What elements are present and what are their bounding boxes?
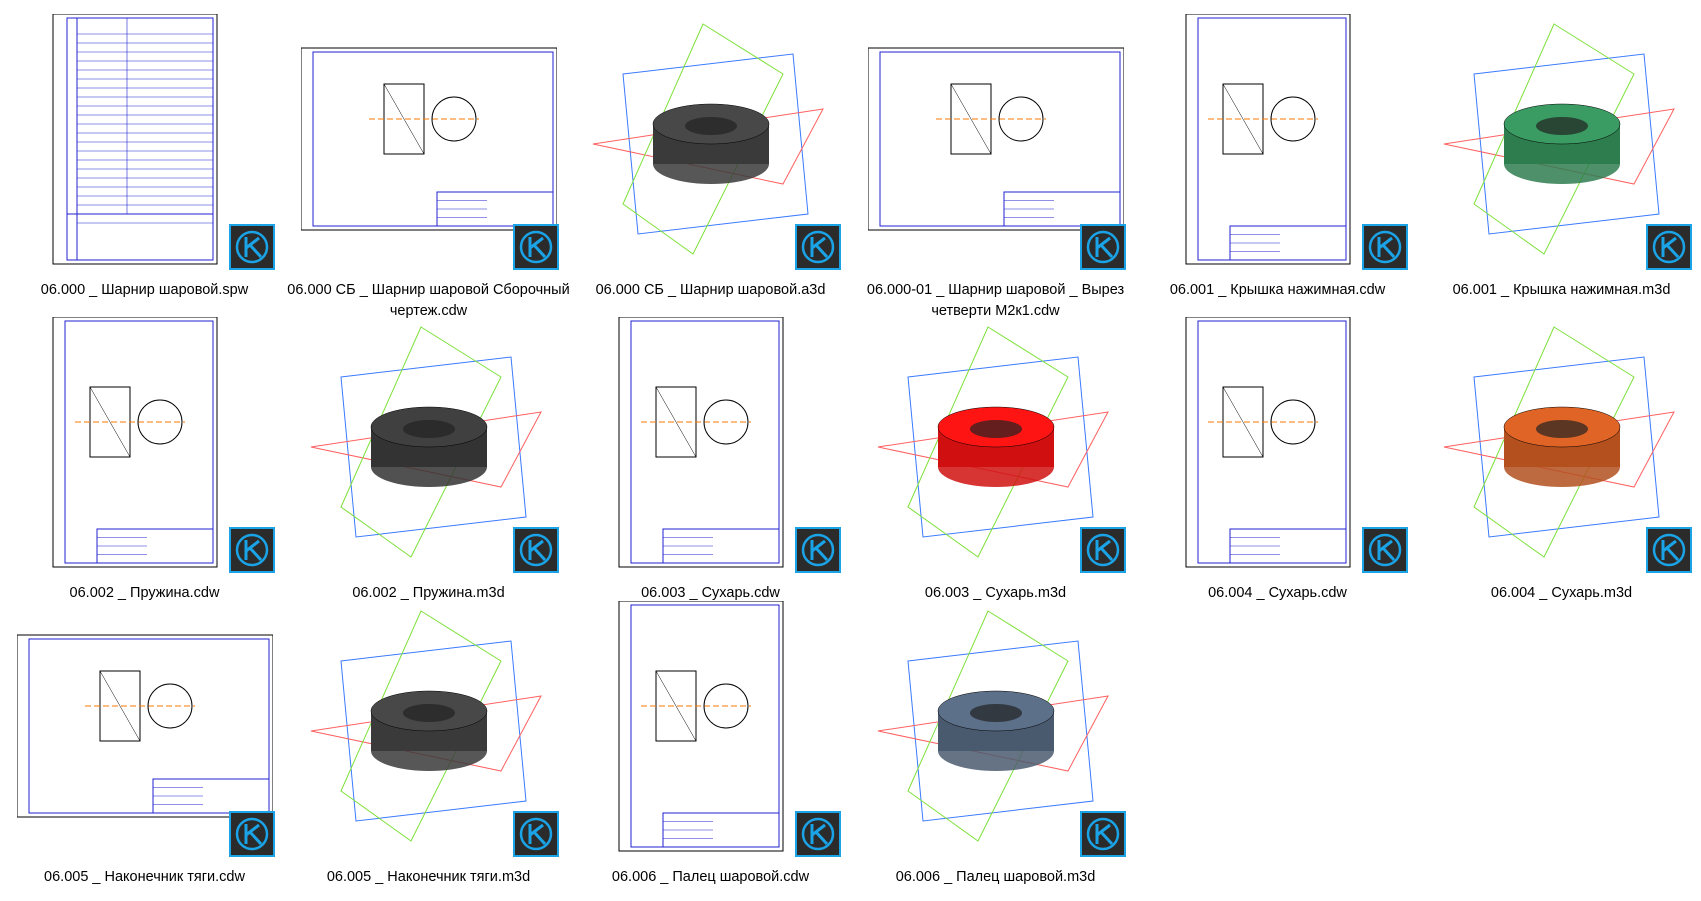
file-thumbnail[interactable] <box>301 601 559 857</box>
file-item[interactable]: 06.000-01 _ Шарнир шаровой _ Вырез четве… <box>854 14 1137 319</box>
file-thumbnail[interactable] <box>583 317 841 573</box>
file-thumbnail[interactable] <box>868 317 1126 573</box>
kompas-logo-icon <box>795 224 841 270</box>
file-name-label[interactable]: 06.000 _ Шарнир шаровой.spw <box>40 282 249 298</box>
file-name-label[interactable]: 06.000-01 _ Шарнир шаровой _ Вырез четве… <box>866 282 1125 319</box>
kompas-logo-icon <box>513 224 559 270</box>
file-name-label[interactable]: 06.002 _ Пружина.m3d <box>352 585 505 601</box>
file-thumbnail[interactable] <box>17 317 275 573</box>
drawing-preview <box>301 47 557 231</box>
drawing-preview <box>52 317 218 568</box>
file-name-label[interactable]: 06.001 _ Крышка нажимная.cdw <box>1169 282 1386 298</box>
3d-model-preview <box>1443 23 1675 255</box>
file-thumbnail[interactable] <box>1150 317 1408 573</box>
kompas-logo-icon <box>795 811 841 857</box>
file-name-label[interactable]: 06.005 _ Наконечник тяги.m3d <box>326 869 531 885</box>
kompas-logo-icon <box>1362 224 1408 270</box>
file-name-label[interactable]: 06.000 СБ _ Шарнир шаровой.a3d <box>595 282 826 298</box>
file-item[interactable]: 06.004 _ Сухарь.cdw <box>1136 317 1419 617</box>
kompas-logo-icon <box>1080 224 1126 270</box>
3d-model-preview <box>877 326 1109 558</box>
3d-model-preview <box>310 610 542 842</box>
kompas-logo-icon <box>1646 527 1692 573</box>
drawing-preview <box>17 634 273 818</box>
kompas-logo-icon <box>1080 527 1126 573</box>
file-thumbnail[interactable] <box>301 317 559 573</box>
file-item[interactable]: 06.002 _ Пружина.m3d <box>287 317 570 617</box>
file-thumbnail[interactable] <box>583 601 841 857</box>
file-thumbnail[interactable] <box>868 601 1126 857</box>
file-thumbnail[interactable] <box>583 14 841 270</box>
file-item[interactable]: 06.003 _ Сухарь.m3d <box>854 317 1137 617</box>
file-thumbnail[interactable] <box>301 14 559 270</box>
kompas-logo-icon <box>1362 527 1408 573</box>
file-item[interactable]: 06.000 СБ _ Шарнир шаровой Сборочный чер… <box>287 14 570 319</box>
kompas-logo-icon <box>1646 224 1692 270</box>
file-name-label[interactable]: 06.005 _ Наконечник тяги.cdw <box>44 869 245 885</box>
file-item[interactable]: 06.001 _ Крышка нажимная.cdw <box>1136 14 1419 314</box>
drawing-preview <box>618 317 784 568</box>
file-name-label[interactable]: 06.001 _ Крышка нажимная.m3d <box>1452 282 1671 298</box>
kompas-logo-icon <box>229 527 275 573</box>
drawing-preview <box>1185 14 1351 265</box>
file-item[interactable]: 06.004 _ Сухарь.m3d <box>1420 317 1701 617</box>
file-item[interactable]: 06.005 _ Наконечник тяги.cdw <box>3 601 286 901</box>
kompas-logo-icon <box>229 224 275 270</box>
drawing-preview <box>618 601 784 852</box>
drawing-preview <box>1185 317 1351 568</box>
file-item[interactable]: 06.002 _ Пружина.cdw <box>3 317 286 617</box>
3d-model-preview <box>592 23 824 255</box>
file-item[interactable]: 06.000 _ Шарнир шаровой.spw <box>3 14 286 314</box>
file-name-label[interactable]: 06.004 _ Сухарь.cdw <box>1208 585 1347 601</box>
file-item[interactable]: 06.003 _ Сухарь.cdw <box>569 317 852 617</box>
file-name-label[interactable]: 06.003 _ Сухарь.m3d <box>924 585 1067 601</box>
file-thumbnail[interactable] <box>1150 14 1408 270</box>
file-thumbnail[interactable] <box>1434 14 1692 270</box>
kompas-logo-icon <box>229 811 275 857</box>
file-name-label[interactable]: 06.000 СБ _ Шарнир шаровой Сборочный чер… <box>287 282 570 319</box>
file-name-label[interactable]: 06.003 _ Сухарь.cdw <box>641 585 780 601</box>
file-name-label[interactable]: 06.006 _ Палец шаровой.m3d <box>895 869 1096 885</box>
file-item[interactable]: 06.006 _ Палец шаровой.m3d <box>854 601 1137 901</box>
file-item[interactable]: 06.006 _ Палец шаровой.cdw <box>569 601 852 901</box>
kompas-logo-icon <box>795 527 841 573</box>
file-thumbnail[interactable] <box>17 14 275 270</box>
kompas-logo-icon <box>1080 811 1126 857</box>
file-thumbnail[interactable] <box>868 14 1126 270</box>
file-item[interactable]: 06.000 СБ _ Шарнир шаровой.a3d <box>569 14 852 314</box>
3d-model-preview <box>1443 326 1675 558</box>
3d-model-preview <box>310 326 542 558</box>
drawing-preview <box>52 14 218 265</box>
file-name-label[interactable]: 06.004 _ Сухарь.m3d <box>1490 585 1633 601</box>
file-name-label[interactable]: 06.006 _ Палец шаровой.cdw <box>611 869 810 885</box>
file-item[interactable]: 06.001 _ Крышка нажимная.m3d <box>1420 14 1701 314</box>
3d-model-preview <box>877 610 1109 842</box>
file-name-label[interactable]: 06.002 _ Пружина.cdw <box>69 585 220 601</box>
file-thumbnail[interactable] <box>1434 317 1692 573</box>
kompas-logo-icon <box>513 527 559 573</box>
kompas-logo-icon <box>513 811 559 857</box>
file-thumbnail[interactable] <box>17 601 275 857</box>
file-item[interactable]: 06.005 _ Наконечник тяги.m3d <box>287 601 570 901</box>
drawing-preview <box>868 47 1124 231</box>
